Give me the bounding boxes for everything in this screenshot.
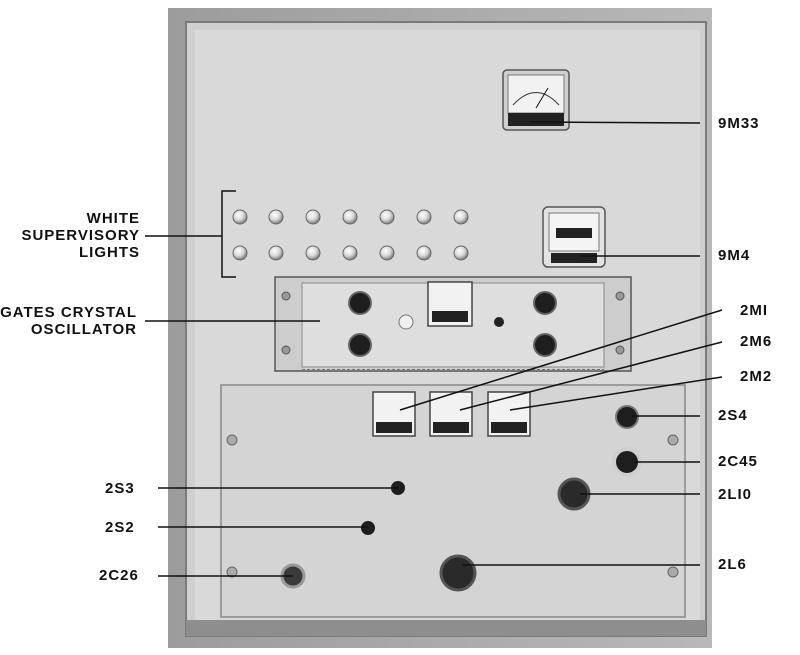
supervisory-lights xyxy=(232,209,469,261)
lower-panel xyxy=(220,384,686,618)
label-line: WHITE xyxy=(86,210,140,227)
label-2c45: 2C45 xyxy=(718,453,758,470)
supervisory-lamp xyxy=(268,209,284,225)
label-2c26: 2C26 xyxy=(99,567,139,584)
label-line: LIGHTS xyxy=(79,244,140,261)
oscillator-knob xyxy=(348,333,372,357)
leader-2m1 xyxy=(399,309,723,411)
label-9m4: 9M4 xyxy=(718,247,751,264)
oscillator-knob xyxy=(533,291,557,315)
supervisory-lamp xyxy=(416,245,432,261)
label-2m6: 2M6 xyxy=(740,333,773,350)
label-2s2: 2S2 xyxy=(105,519,135,536)
label-line: SUPERVISORY xyxy=(21,227,140,244)
meter-9m33 xyxy=(502,69,570,131)
leader-lines xyxy=(145,121,723,577)
supervisory-lamp xyxy=(453,209,469,225)
supervisory-lamp xyxy=(379,245,395,261)
oscillator-knob xyxy=(533,333,557,357)
label-9m33: 9M33 xyxy=(718,115,760,132)
supervisory-lamp xyxy=(232,209,248,225)
label-line: GATES CRYSTAL xyxy=(0,304,137,321)
supervisory-lamp xyxy=(232,245,248,261)
label-2m2: 2M2 xyxy=(740,368,773,385)
label-white-supervisory-lights: WHITE SUPERVISORY LIGHTS xyxy=(21,210,140,261)
meter-9m4 xyxy=(542,206,606,268)
supervisory-lamp xyxy=(416,209,432,225)
label-gates-crystal-oscillator: GATES CRYSTAL OSCILLATOR xyxy=(0,304,137,338)
label-2m1: 2MI xyxy=(740,302,769,319)
label-2s4: 2S4 xyxy=(718,407,748,424)
leader-2m6 xyxy=(459,341,723,411)
supervisory-lamp xyxy=(379,209,395,225)
leader-9m33 xyxy=(529,121,701,124)
label-2l10: 2LI0 xyxy=(718,486,753,503)
switch-2s4 xyxy=(615,405,639,429)
label-line: OSCILLATOR xyxy=(30,321,137,338)
leader-2m2 xyxy=(509,376,723,411)
bracket-white-supervisory-lights xyxy=(221,190,236,278)
supervisory-lamp xyxy=(305,245,321,261)
supervisory-lamp xyxy=(453,245,469,261)
crystal-oscillator-panel xyxy=(274,276,632,372)
supervisory-lamp xyxy=(342,209,358,225)
supervisory-lamp xyxy=(305,209,321,225)
switch-2s2 xyxy=(361,521,375,535)
supervisory-lamp xyxy=(268,245,284,261)
oscillator-knob xyxy=(348,291,372,315)
label-2l6: 2L6 xyxy=(718,556,747,573)
label-2s3: 2S3 xyxy=(105,480,135,497)
supervisory-lamp xyxy=(342,245,358,261)
inductor-2l6 xyxy=(439,554,477,592)
